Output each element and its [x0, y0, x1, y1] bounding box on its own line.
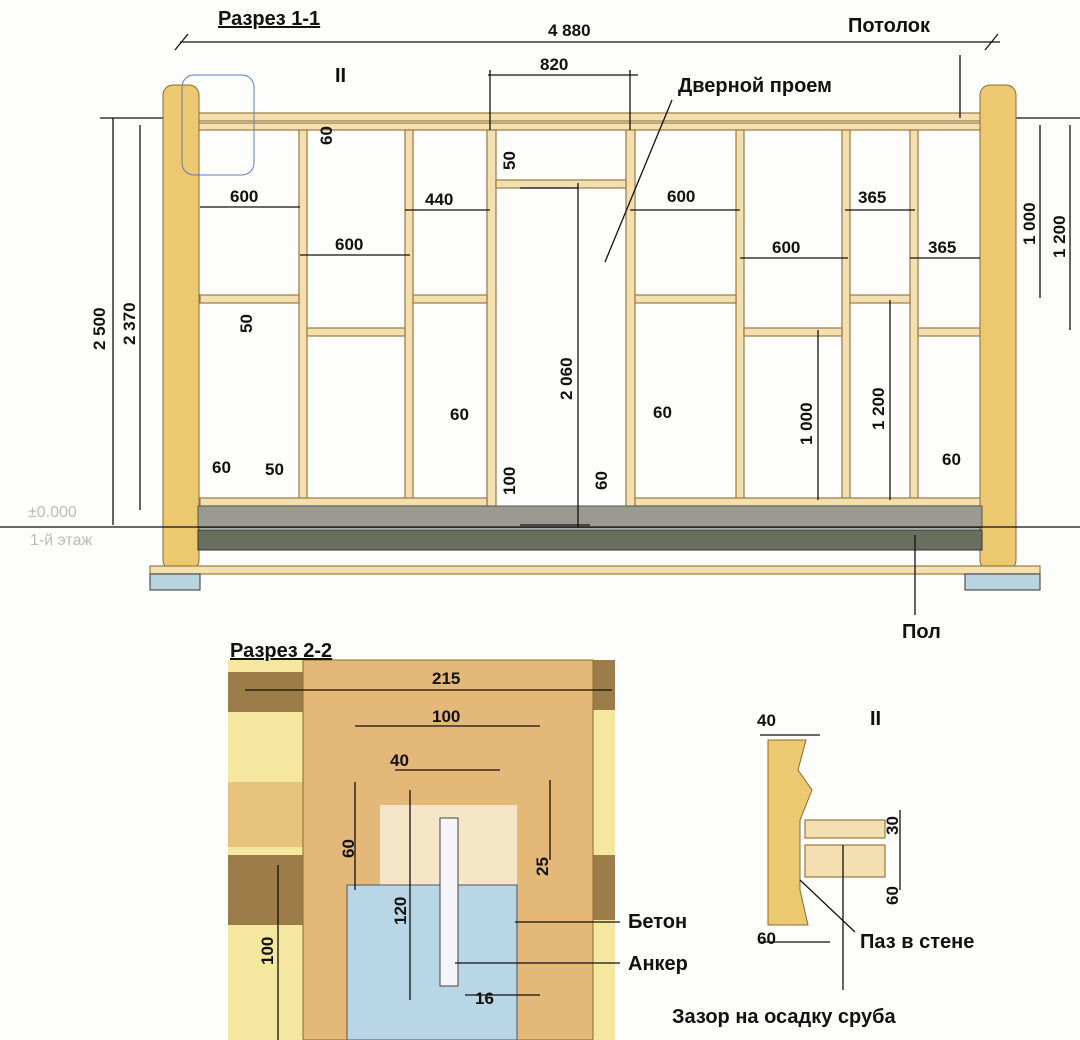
door-opening-label: Дверной проем — [678, 75, 832, 97]
dim-365a: 365 — [858, 188, 886, 207]
dim-door-header-50: 50 — [500, 151, 519, 170]
dim-16: 16 — [475, 989, 494, 1008]
dim-2060: 2 060 — [557, 357, 576, 400]
dim-600b: 600 — [335, 235, 363, 254]
floor-label: Пол — [902, 621, 941, 643]
dimension-lines — [112, 33, 1071, 615]
dim-1200-right: 1 200 — [1050, 215, 1069, 258]
dim-2500: 2 500 — [90, 307, 109, 350]
dim-60-left-door: 60 — [450, 405, 469, 424]
dim-215: 215 — [432, 669, 460, 688]
detail-dim-60-right: 60 — [883, 886, 902, 905]
left-foundation — [149, 573, 201, 591]
concrete-label: Бетон — [628, 911, 687, 933]
storey-label: 1-й этаж — [30, 532, 92, 549]
dim-2370: 2 370 — [120, 302, 139, 345]
detail-dim-30: 30 — [883, 816, 902, 835]
window-detail-marker — [181, 74, 255, 176]
dim-60-right-door: 60 — [653, 403, 672, 422]
dim-1000: 1 000 — [797, 402, 816, 445]
right-foundation — [964, 573, 1041, 591]
dim-door-width: 820 — [540, 55, 568, 74]
gap-label: Зазор на осадку сруба — [672, 1006, 896, 1028]
detail-mark: II — [870, 708, 881, 730]
dim-25: 25 — [533, 857, 552, 876]
top-board — [804, 819, 886, 839]
detail-dim-40: 40 — [757, 711, 776, 730]
anchor-label: Анкер — [628, 953, 688, 975]
dim-1000-right: 1 000 — [1020, 202, 1039, 245]
dim-1200: 1 200 — [869, 387, 888, 430]
dim-600a: 600 — [230, 187, 258, 206]
dim-60-left-wall: 60 — [212, 458, 231, 477]
level-label: ±0.000 — [28, 504, 77, 521]
dim-40: 40 — [390, 751, 409, 770]
dim-overall-width: 4 880 — [548, 21, 591, 40]
floor-joist — [197, 529, 983, 551]
groove-label: Паз в стене — [860, 931, 974, 953]
frame-plate — [804, 844, 886, 878]
noggins — [199, 179, 981, 337]
dim-gap-100: 100 — [500, 467, 519, 495]
section-1-1: Разрез 1-1 II — [0, 8, 1080, 643]
bottom-plate-right — [634, 497, 981, 507]
anchor-bolt — [439, 817, 459, 987]
section-2-title: Разрез 2-2 — [230, 640, 332, 662]
right-log-wall — [979, 84, 1017, 571]
section-1-title: Разрез 1-1 — [218, 8, 320, 30]
ceiling-label: Потолок — [848, 15, 931, 37]
dim-noggin-50: 50 — [237, 314, 256, 333]
detail-dim-60-bottom: 60 — [757, 929, 776, 948]
dim-60: 60 — [339, 839, 358, 858]
dim-top-plate-60: 60 — [317, 126, 336, 145]
dim-365b: 365 — [928, 238, 956, 257]
detail-ii: II 40 30 60 60 Паз в стене Зазор на осад… — [672, 708, 974, 1028]
top-plate-lower — [194, 122, 986, 131]
dim-440: 440 — [425, 190, 453, 209]
dim-120: 120 — [391, 897, 410, 925]
window-mark: II — [335, 65, 346, 87]
dim-100: 100 — [432, 707, 460, 726]
dim-600c: 600 — [667, 187, 695, 206]
bottom-plate-left — [199, 497, 488, 507]
base-plank — [149, 565, 1041, 575]
left-log-wall — [162, 84, 200, 571]
top-plate — [194, 112, 986, 122]
section-2-2: Разрез 2-2 215 100 40 60 25 120 100 16 Б… — [228, 640, 688, 1040]
dim-600d: 600 — [772, 238, 800, 257]
dim-floor-60: 60 — [592, 471, 611, 490]
dim-50-stud: 50 — [265, 460, 284, 479]
floor-boards — [197, 505, 983, 529]
dim-100-vertical: 100 — [258, 937, 277, 965]
log-profile — [767, 739, 813, 926]
dim-60-right-wall: 60 — [942, 450, 961, 469]
